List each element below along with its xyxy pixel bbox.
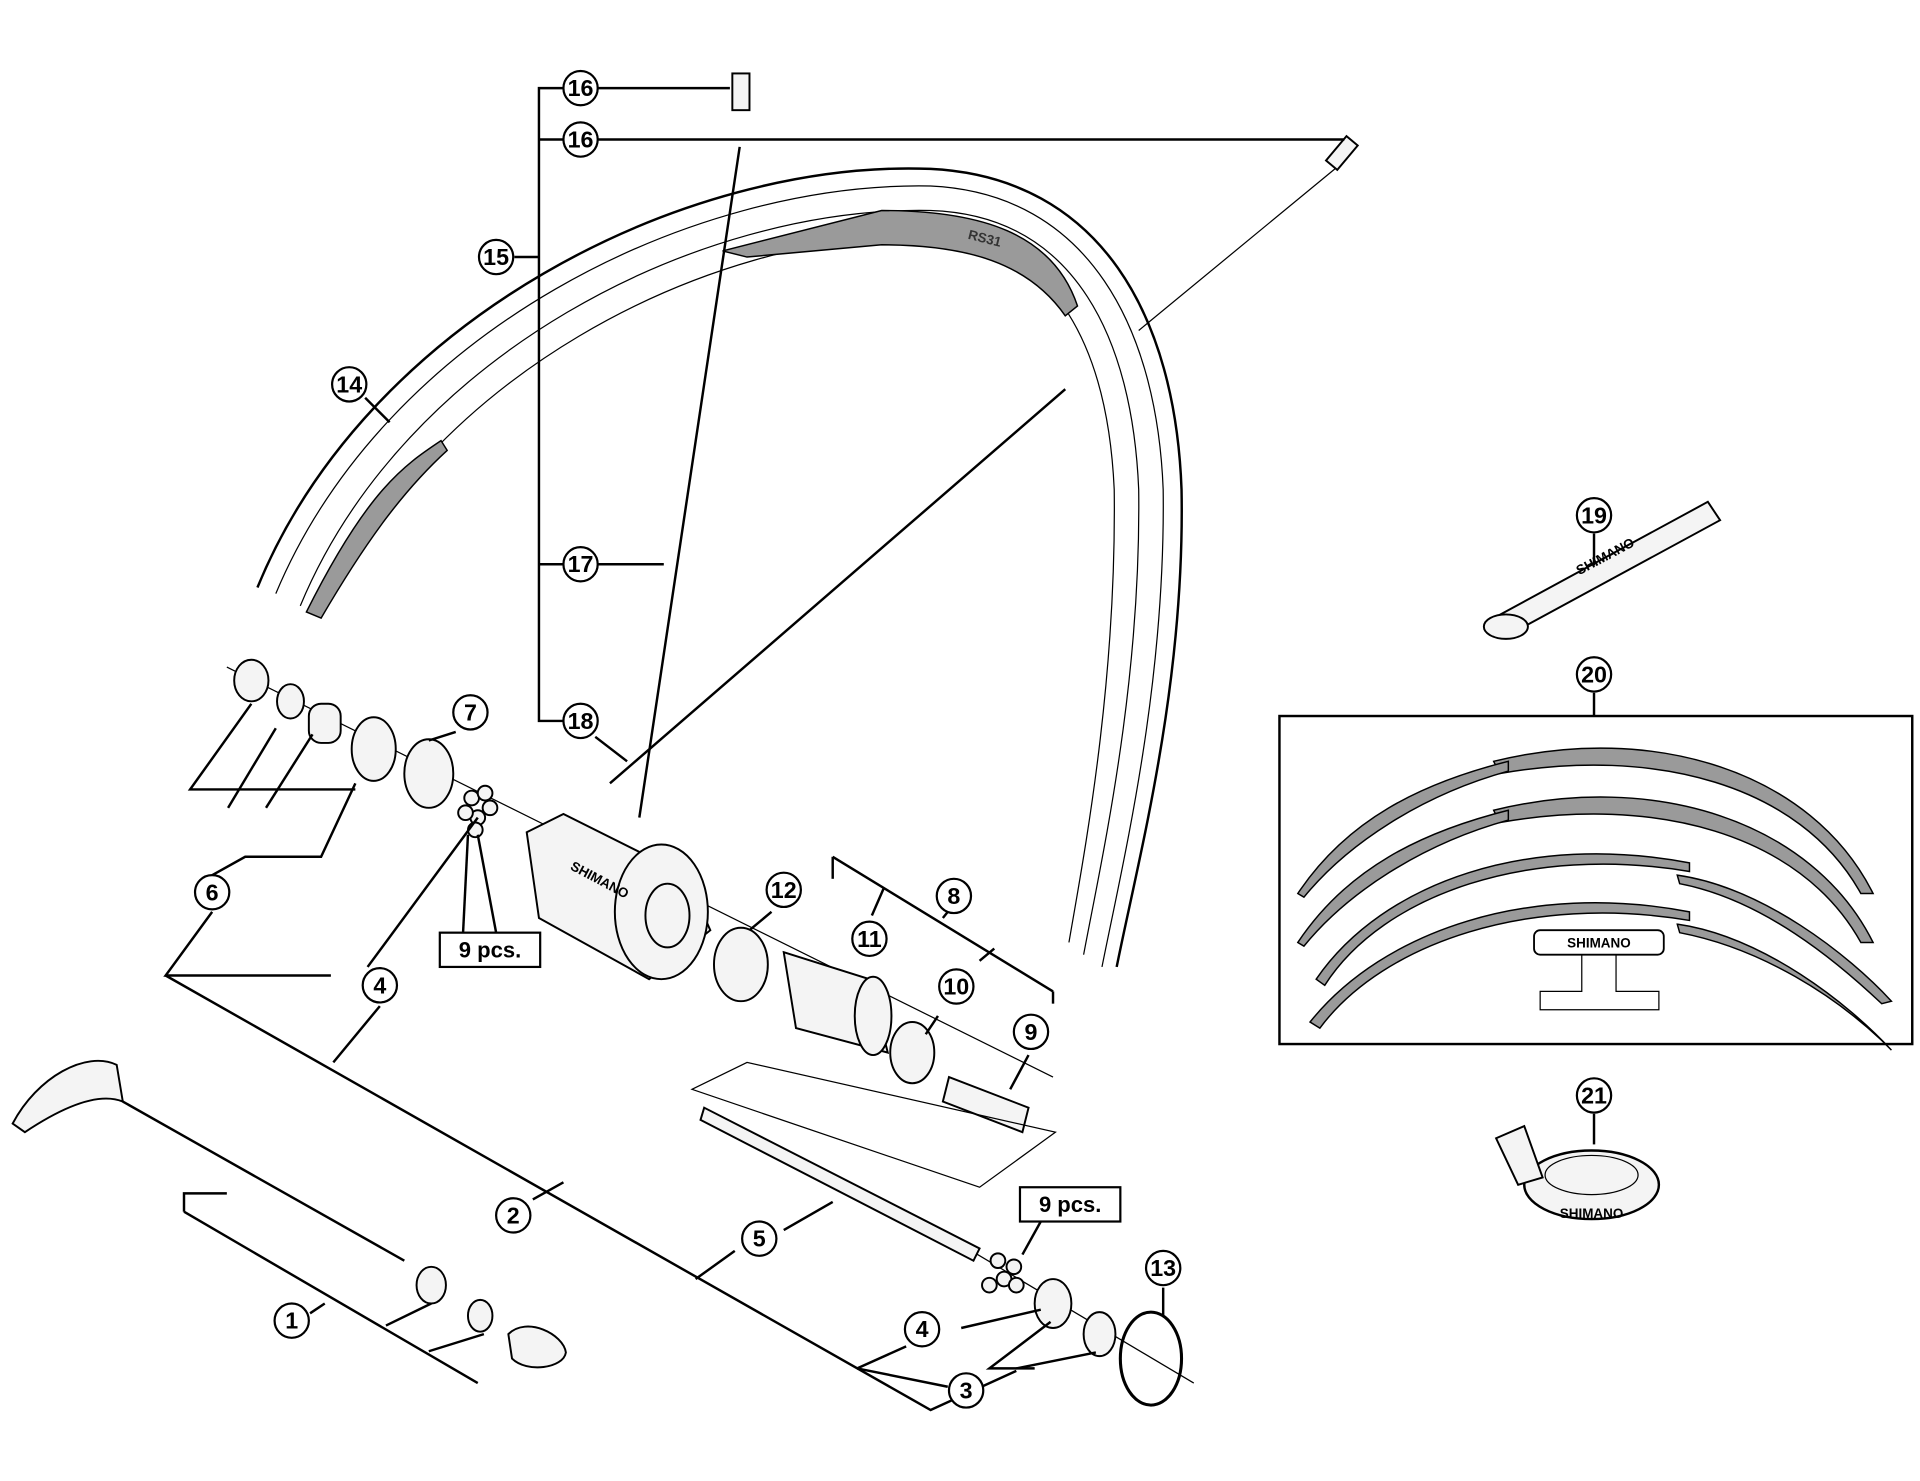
decal-sheet: SHIMANO — [1278, 692, 1914, 1050]
callout-18: 18 — [562, 702, 599, 740]
callout-12: 12 — [765, 871, 802, 909]
quick-release-skewer — [11, 1059, 567, 1385]
callout-14: 14 — [331, 366, 368, 403]
rim: RS31 — [256, 167, 1183, 968]
decal-shimano-label: SHIMANO — [1533, 929, 1665, 1011]
callout-11: 11 — [851, 920, 888, 958]
bracket-15 — [364, 86, 1345, 763]
svg-text:8: 8 — [947, 883, 960, 909]
left-bearing-parts — [163, 658, 499, 977]
callout-1: 1 — [273, 1302, 310, 1339]
ball-bearings-right — [981, 1252, 1025, 1294]
callout-3: 3 — [947, 1372, 985, 1409]
svg-text:16: 16 — [568, 127, 594, 153]
callout-8: 8 — [935, 877, 973, 915]
svg-text:4: 4 — [916, 1316, 929, 1342]
svg-text:21: 21 — [1581, 1082, 1607, 1108]
nipple-upper — [731, 72, 751, 112]
svg-text:13: 13 — [1150, 1255, 1176, 1281]
svg-text:20: 20 — [1581, 661, 1607, 687]
svg-text:14: 14 — [336, 371, 362, 397]
svg-text:10: 10 — [943, 974, 969, 1000]
spokes — [609, 72, 1360, 818]
quantity-box-upper: 9 pcs. — [438, 834, 542, 969]
callout-2: 2 — [495, 1197, 532, 1234]
callout-13: 13 — [1144, 1249, 1182, 1287]
svg-text:12: 12 — [771, 877, 797, 903]
tape-brand-label: SHIMANO — [1560, 1206, 1624, 1221]
ball-bearings-left — [457, 784, 499, 839]
callout-4-upper: 4 — [361, 967, 399, 1004]
hub-body: SHIMANO — [525, 812, 712, 981]
svg-text:7: 7 — [464, 699, 477, 725]
callout-19: 19 — [1575, 497, 1613, 534]
svg-text:18: 18 — [568, 708, 594, 734]
svg-text:9 pcs.: 9 pcs. — [1039, 1192, 1101, 1217]
callout-5: 5 — [741, 1220, 778, 1257]
callout-4-lower: 4 — [903, 1310, 941, 1348]
callout-15: 15 — [477, 238, 515, 276]
svg-text:SHIMANO: SHIMANO — [1567, 935, 1631, 950]
svg-text:1: 1 — [285, 1308, 298, 1334]
svg-text:15: 15 — [483, 244, 509, 270]
axle-5 — [690, 1061, 1184, 1407]
rim-tape: SHIMANO — [1494, 1113, 1661, 1221]
svg-text:2: 2 — [507, 1202, 520, 1228]
callout-16b: 16 — [562, 121, 599, 158]
callout-9: 9 — [1012, 1013, 1050, 1051]
quantity-box-lower: 9 pcs. — [1018, 1186, 1122, 1256]
svg-text:9 pcs.: 9 pcs. — [459, 937, 521, 962]
callout-7: 7 — [452, 694, 489, 731]
svg-text:3: 3 — [960, 1377, 973, 1403]
nipple-right — [1324, 134, 1360, 172]
freehub-parts — [713, 855, 1055, 1134]
svg-text:4: 4 — [373, 972, 386, 998]
svg-text:5: 5 — [753, 1226, 766, 1252]
svg-text:19: 19 — [1581, 502, 1607, 528]
callout-17: 17 — [562, 546, 599, 583]
svg-text:17: 17 — [568, 551, 594, 577]
callout-10: 10 — [938, 968, 975, 1005]
callout-20: 20 — [1575, 656, 1613, 693]
svg-text:6: 6 — [206, 879, 219, 905]
callout-16a: 16 — [562, 69, 599, 107]
callout-6: 6 — [193, 874, 231, 911]
callout-21: 21 — [1575, 1077, 1613, 1114]
svg-text:11: 11 — [857, 926, 882, 952]
svg-text:16: 16 — [568, 75, 594, 101]
svg-text:9: 9 — [1025, 1019, 1038, 1045]
